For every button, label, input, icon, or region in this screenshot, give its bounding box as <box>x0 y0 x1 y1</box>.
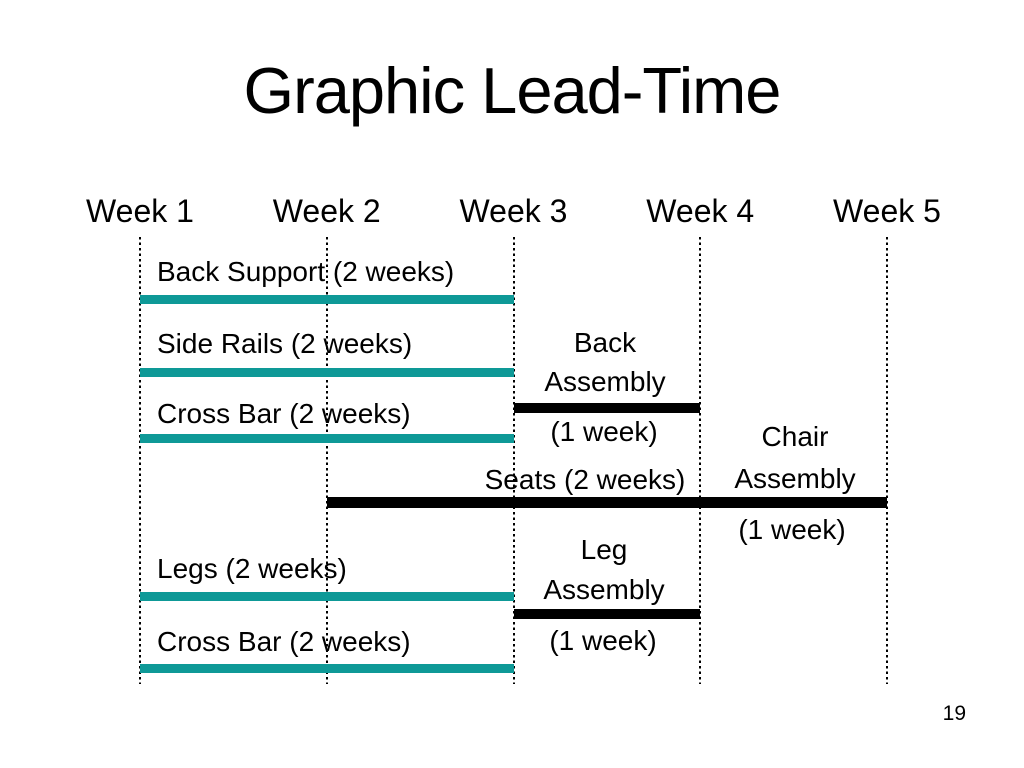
task-bar-side-rails <box>140 368 514 377</box>
task-bar-back-support <box>140 295 514 304</box>
task-label-chair-assembly: Assembly <box>734 463 856 494</box>
task-label-leg-assembly: (1 week) <box>549 625 657 656</box>
task-label-back-assembly: Back <box>573 327 637 358</box>
task-bar-chair-assembly <box>700 497 887 508</box>
task-label-cross-bar-legs: Cross Bar (2 weeks) <box>157 626 411 657</box>
week-gridline <box>139 237 141 684</box>
task-label-back-assembly: Assembly <box>544 366 666 397</box>
week-gridline <box>886 237 888 684</box>
week-label: Week 1 <box>86 193 194 229</box>
slide-title: Graphic Lead-Time <box>243 54 782 127</box>
task-label-cross-bar-back: Cross Bar (2 weeks) <box>157 398 411 429</box>
week-label: Week 5 <box>833 193 941 229</box>
task-label-leg-assembly: Leg <box>580 534 628 565</box>
week-label: Week 2 <box>272 193 381 229</box>
task-label-seats: Seats (2 weeks) <box>484 464 686 495</box>
page-number: 19 <box>942 702 966 725</box>
task-bar-leg-assembly <box>513 609 701 619</box>
task-label-side-rails: Side Rails (2 weeks) <box>157 328 413 359</box>
week-gridline <box>699 237 702 684</box>
week-gridline <box>512 237 515 684</box>
task-label-chair-assembly: (1 week) <box>738 514 846 545</box>
task-bar-cross-bar-back <box>140 434 514 443</box>
task-bar-seats <box>326 497 701 508</box>
task-label-back-assembly: (1 week) <box>550 416 658 447</box>
week-label: Week 4 <box>646 193 755 229</box>
task-label-leg-assembly: Assembly <box>543 574 665 605</box>
task-label-legs: Legs (2 weeks) <box>157 553 347 584</box>
task-bar-back-assembly <box>513 403 701 413</box>
week-gridline <box>325 237 328 684</box>
task-label-back-support: Back Support (2 weeks) <box>157 256 455 287</box>
task-label-chair-assembly: Chair <box>761 421 829 452</box>
task-bar-legs <box>140 592 514 601</box>
week-label: Week 3 <box>459 193 568 229</box>
task-bar-cross-bar-legs <box>140 664 514 673</box>
